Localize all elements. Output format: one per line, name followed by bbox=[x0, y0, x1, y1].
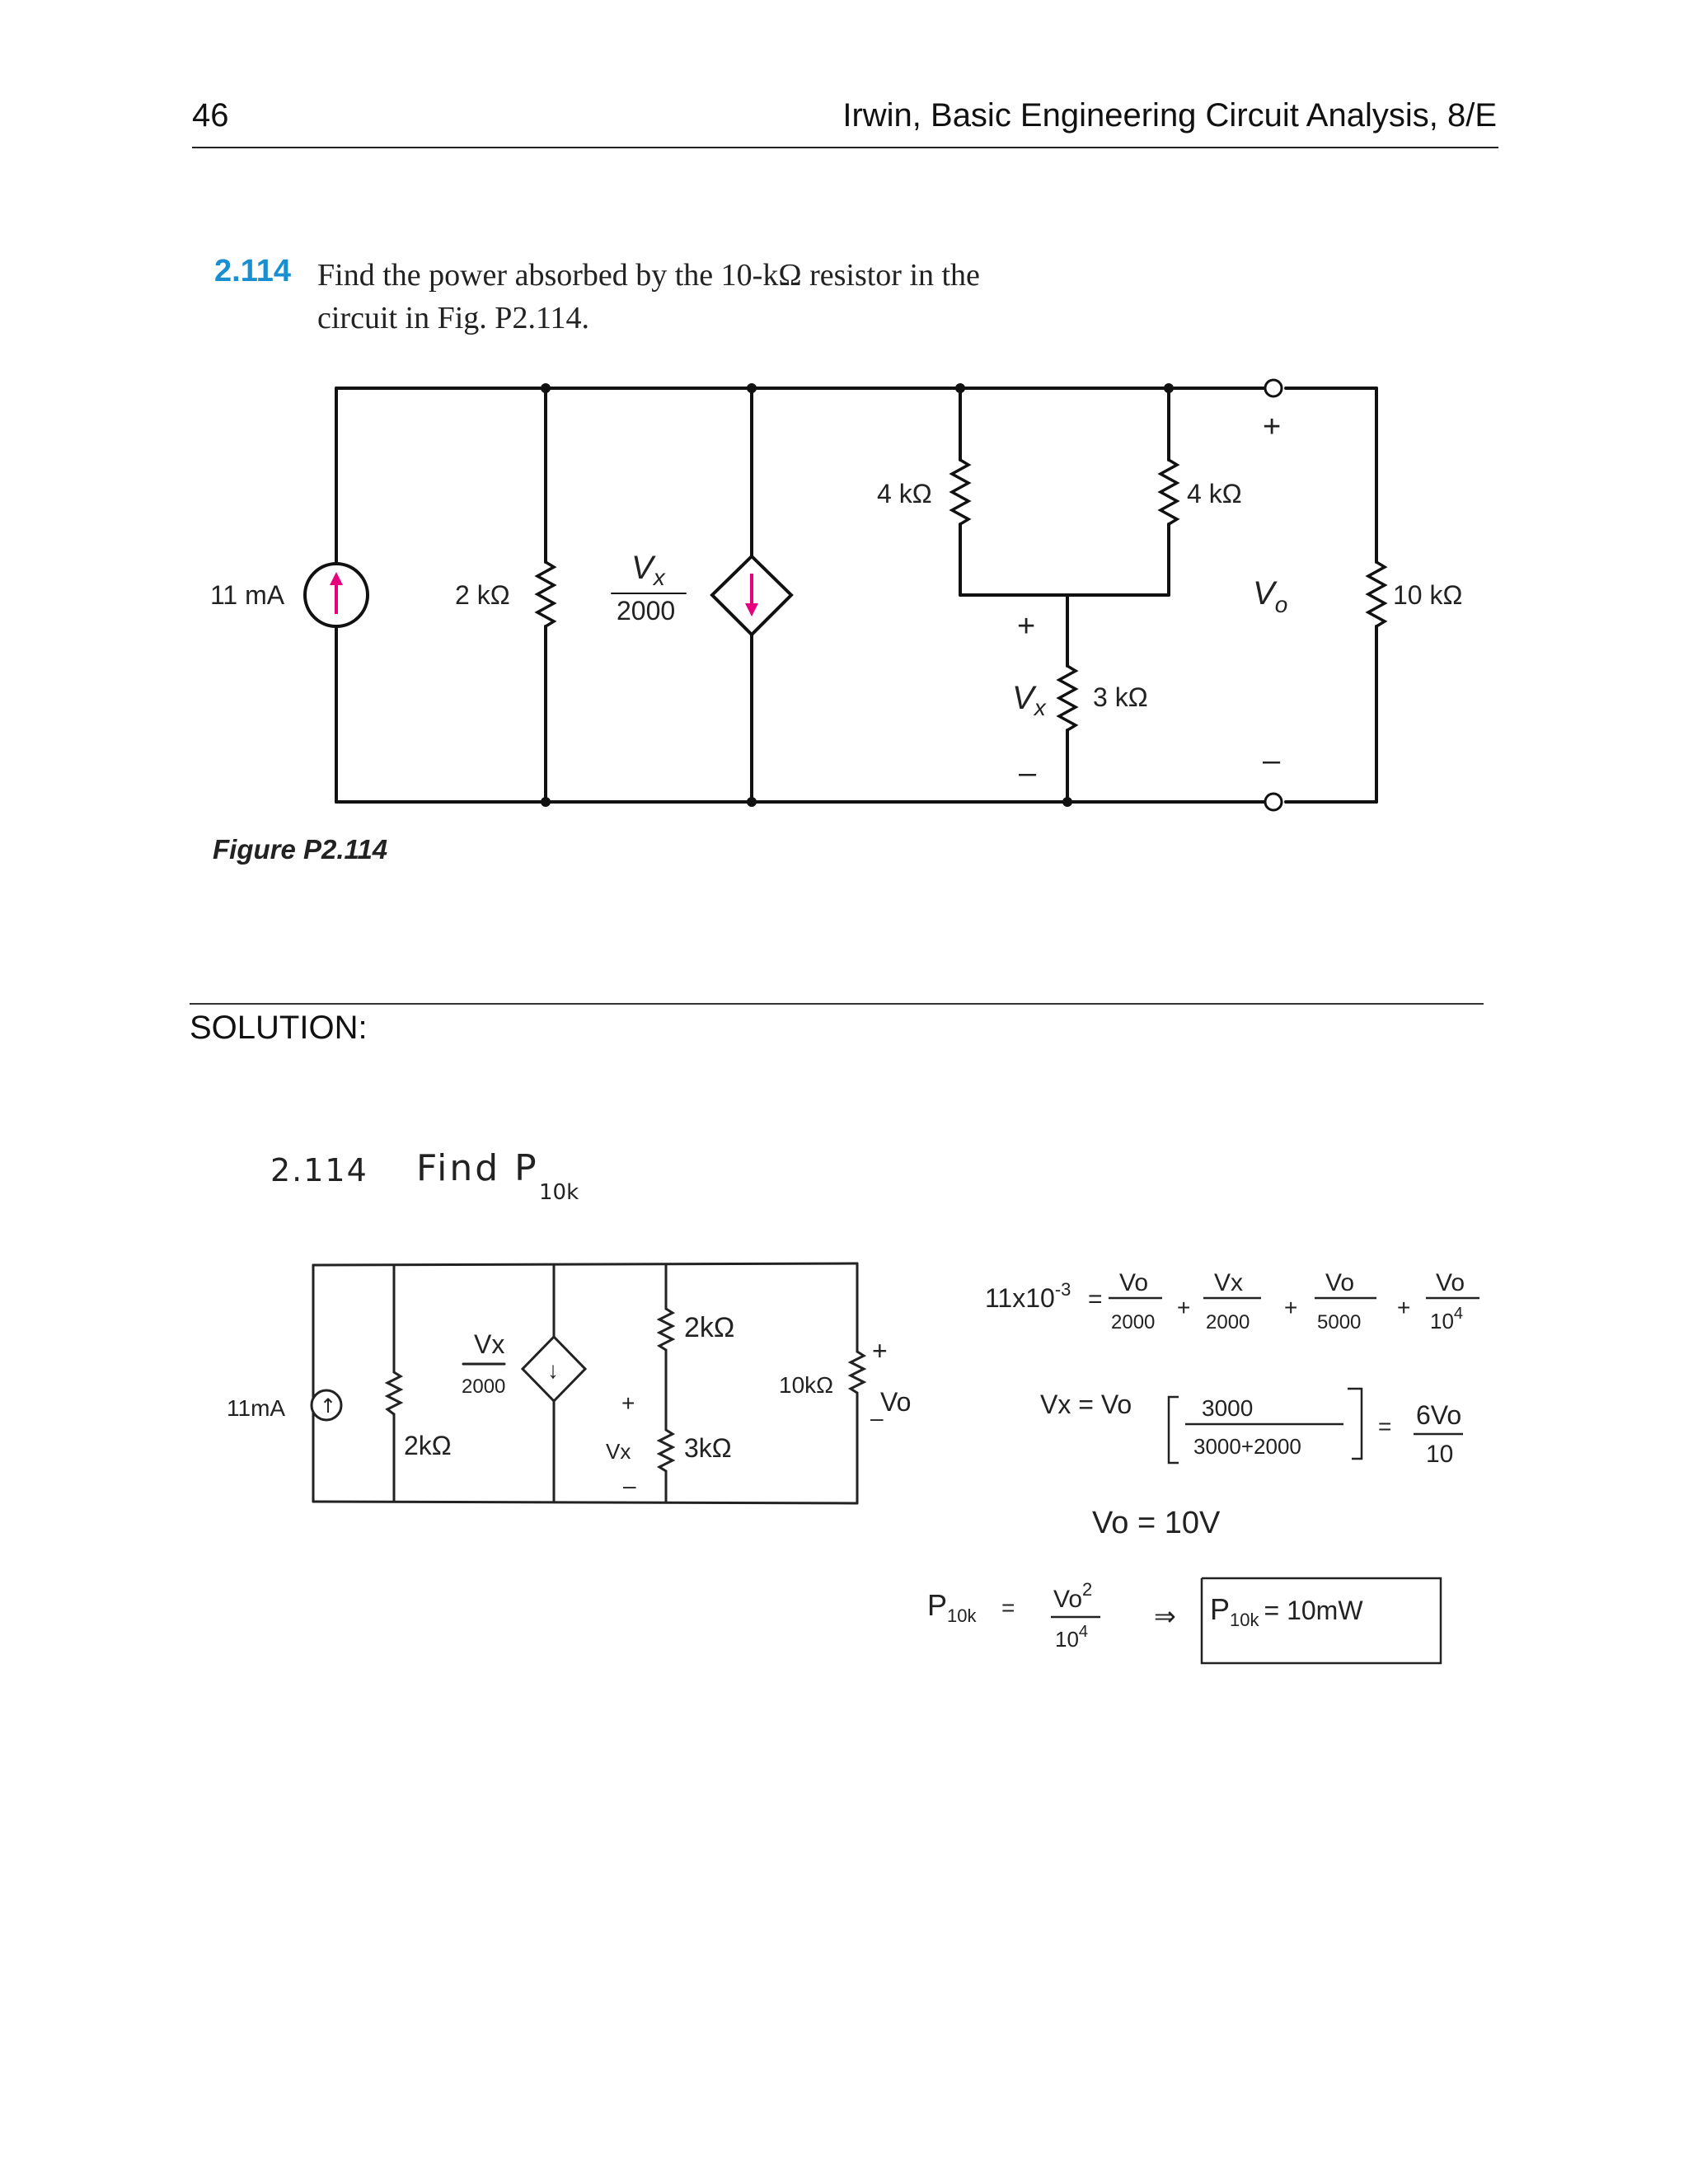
sketch-label-source: 11mA bbox=[227, 1395, 285, 1421]
sketch-label-dep-den: 2000 bbox=[462, 1376, 505, 1398]
sketch-dependent-source-icon bbox=[520, 1334, 588, 1404]
sketch-label-vx-plus: + bbox=[621, 1390, 635, 1416]
answer-box: P10k= 10mW bbox=[1210, 1592, 1363, 1630]
eq1-plus-3: + bbox=[1397, 1295, 1410, 1320]
solution-label: SOLUTION: bbox=[190, 1010, 368, 1046]
label-source: 11 mA bbox=[210, 580, 285, 610]
handwritten-find-sub: 10k bbox=[539, 1180, 579, 1205]
sketch-label-dep-num: Vx bbox=[474, 1329, 504, 1359]
eq2-den: 3000+2000 bbox=[1193, 1434, 1301, 1459]
handwritten-find: Find P bbox=[416, 1147, 539, 1189]
problem-text: Find the power absorbed by the 10-kΩ res… bbox=[317, 254, 1059, 340]
label-r2k: 2 kΩ bbox=[455, 580, 510, 610]
label-dep-den: 2000 bbox=[617, 596, 675, 626]
sketch-current-source-icon bbox=[310, 1389, 343, 1422]
label-r4k-left: 4 kΩ bbox=[877, 479, 932, 509]
label-dep-num: Vx bbox=[631, 550, 666, 590]
label-vx: Vx bbox=[1012, 680, 1047, 720]
sketch-label-vx-minus: – bbox=[623, 1473, 636, 1498]
eq1-equals: = bbox=[1088, 1286, 1103, 1313]
eq1-t1-num: Vo bbox=[1119, 1269, 1148, 1296]
eq3: Vo = 10V bbox=[1092, 1506, 1221, 1540]
sketch-label-r2k-top: 2kΩ bbox=[684, 1312, 734, 1343]
label-vx-minus: – bbox=[1019, 756, 1037, 790]
eq1-t2-den: 2000 bbox=[1206, 1311, 1250, 1333]
header-rule bbox=[192, 147, 1498, 148]
eq2-equals: = bbox=[1378, 1413, 1391, 1439]
terminal-top bbox=[1264, 378, 1283, 398]
svg-text:↑: ↑ bbox=[320, 1394, 336, 1418]
eq4-num: Vo2 bbox=[1053, 1579, 1092, 1613]
label-vx-plus: + bbox=[1017, 609, 1035, 644]
eq1-plus-1: + bbox=[1177, 1295, 1190, 1320]
problem-number: 2.114 bbox=[214, 254, 291, 288]
sketch-label-vo-minus: – bbox=[870, 1405, 884, 1431]
sketch-label-vo: Vo bbox=[880, 1387, 911, 1417]
eq1-plus-2: + bbox=[1284, 1295, 1297, 1320]
sketch-label-r2k-left: 2kΩ bbox=[404, 1431, 452, 1460]
figure-caption: Figure P2.114 bbox=[213, 834, 388, 865]
solution-rule bbox=[190, 1003, 1484, 1005]
handwritten-circuit-sketch: ↑ ↓ 11mA 2kΩ Vx 2000 + Vx – 2kΩ 3kΩ 10kΩ… bbox=[227, 1262, 911, 1505]
eq1-t4-num: Vo bbox=[1436, 1269, 1465, 1296]
eq2-lhs: Vx = Vo bbox=[1040, 1390, 1132, 1419]
eq2-result-num: 6Vo bbox=[1416, 1400, 1461, 1430]
svg-text:↓: ↓ bbox=[547, 1357, 559, 1383]
handwritten-problem-number: 2.114 bbox=[270, 1152, 368, 1188]
label-r3k: 3 kΩ bbox=[1093, 682, 1148, 712]
eq1-t3-num: Vo bbox=[1325, 1269, 1354, 1296]
sketch-label-vo-plus: + bbox=[872, 1336, 888, 1366]
eq4-lhs: P10k bbox=[927, 1588, 977, 1626]
terminal-bottom bbox=[1264, 792, 1283, 812]
eq1-t3-den: 5000 bbox=[1317, 1311, 1361, 1333]
label-r10k: 10 kΩ bbox=[1393, 580, 1462, 610]
sketch-label-r3k: 3kΩ bbox=[684, 1433, 732, 1463]
eq1-lhs: 11x10-3 bbox=[985, 1279, 1071, 1313]
label-r4k-right: 4 kΩ bbox=[1187, 479, 1242, 509]
book-title: Irwin, Basic Engineering Circuit Analysi… bbox=[842, 97, 1497, 134]
eq2-result-den: 10 bbox=[1426, 1441, 1453, 1468]
eq4-equals: = bbox=[1001, 1595, 1015, 1620]
sketch-label-vx: Vx bbox=[606, 1439, 631, 1464]
sketch-label-r10k: 10kΩ bbox=[779, 1372, 833, 1398]
eq4-den: 104 bbox=[1055, 1623, 1088, 1652]
problem-text-line-1: Find the power absorbed by the 10-kΩ res… bbox=[317, 258, 980, 293]
implies-arrow-icon: ⇒ bbox=[1154, 1601, 1176, 1631]
label-vo-plus: + bbox=[1263, 410, 1281, 444]
page-number: 46 bbox=[192, 97, 229, 134]
eq1-t4-den: 104 bbox=[1430, 1305, 1463, 1333]
label-vo: Vo bbox=[1253, 575, 1287, 617]
eq2-num: 3000 bbox=[1202, 1395, 1253, 1421]
circuit-figure: 11 mA 2 kΩ Vx 2000 4 kΩ 4 kΩ + Vx 3 kΩ –… bbox=[210, 378, 1462, 812]
problem-text-line-2: circuit in Fig. P2.114. bbox=[317, 301, 590, 335]
eq1-t2-num: Vx bbox=[1214, 1269, 1243, 1296]
handwritten-equations: 11x10-3 = Vo 2000 + Vx 2000 + Vo 5000 + … bbox=[927, 1269, 1479, 1665]
label-vo-minus: – bbox=[1263, 743, 1281, 778]
eq1-t1-den: 2000 bbox=[1111, 1311, 1155, 1333]
